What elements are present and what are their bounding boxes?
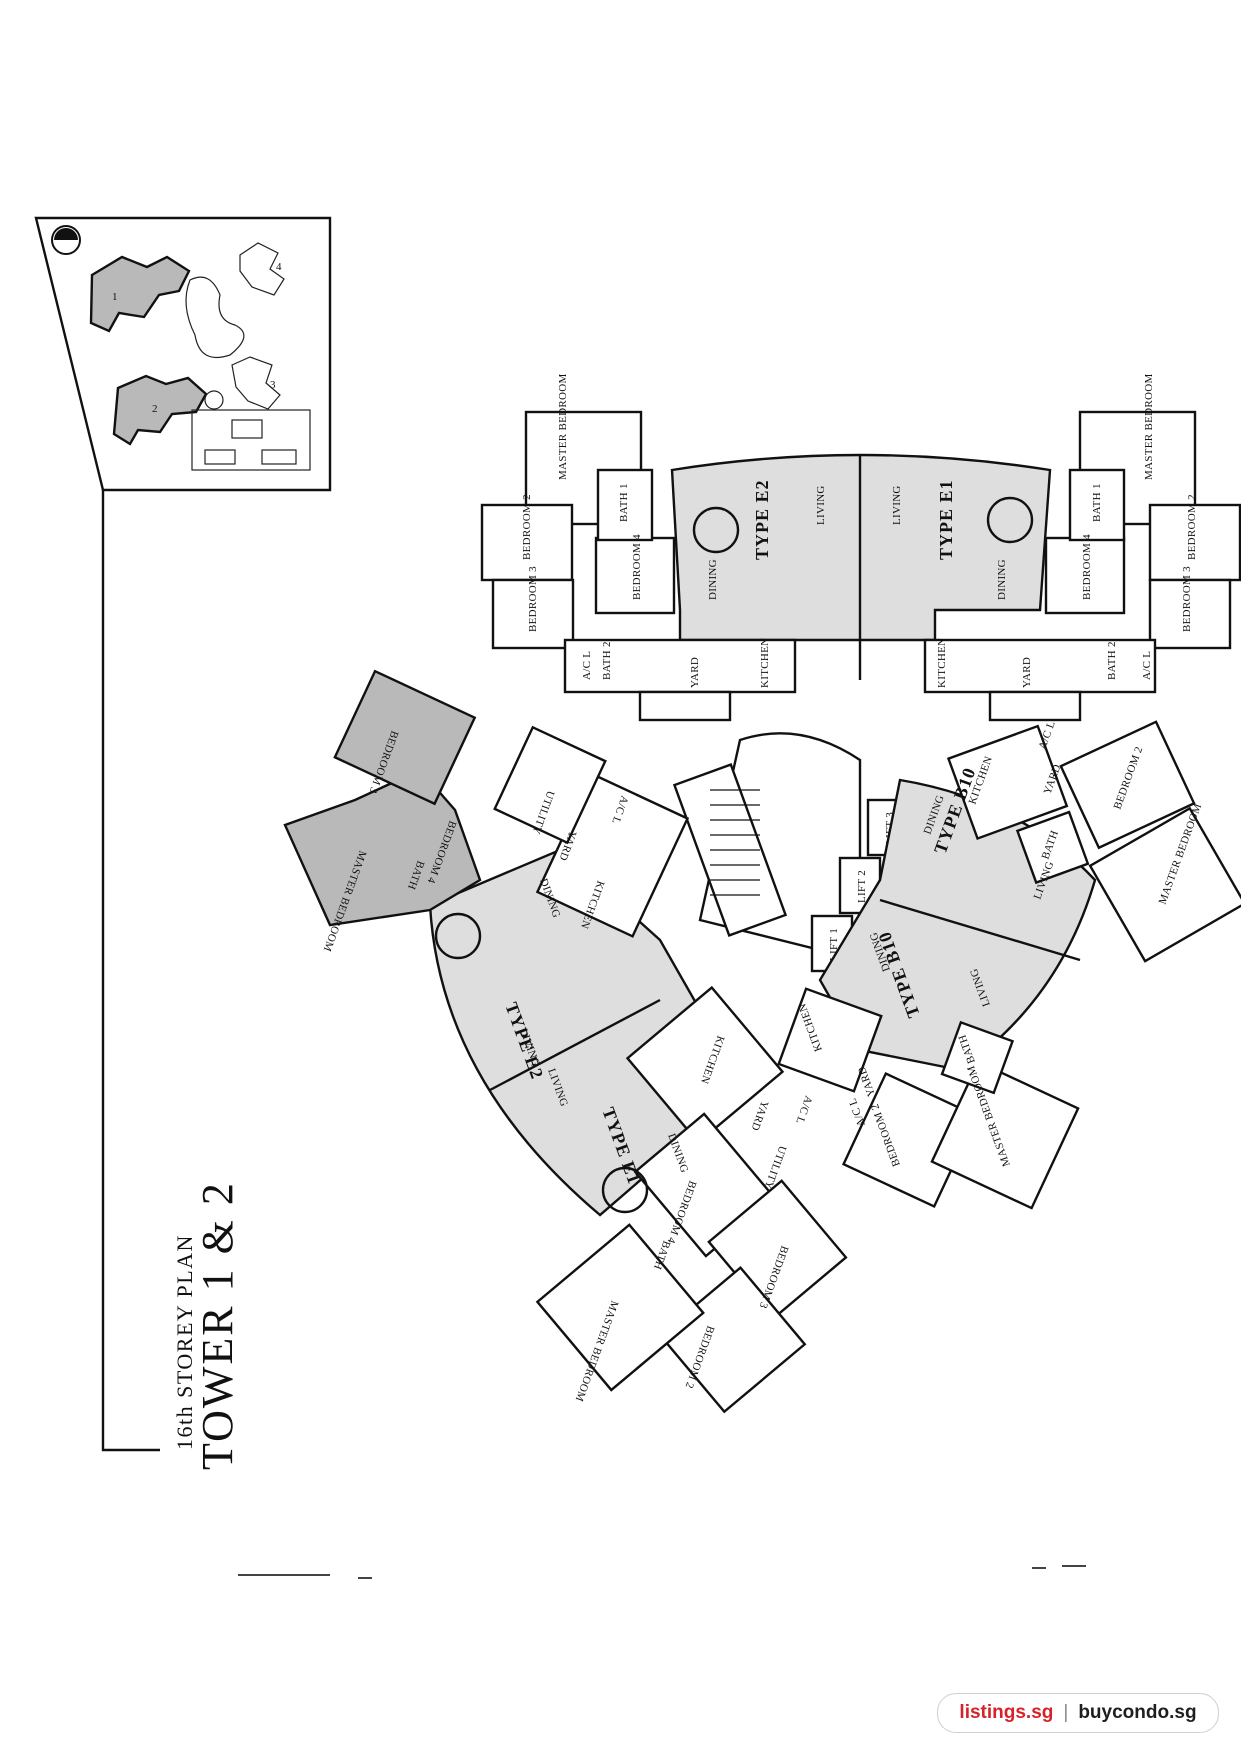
left-e1-ac-label: A/C L <box>793 1094 814 1126</box>
e1-bedroom-3 <box>1148 578 1232 650</box>
left-e2-bedroom-3 <box>333 669 477 806</box>
tower-3-footprint <box>231 356 281 410</box>
e2-spiral-stair-icon <box>692 506 740 554</box>
top-e2-living-label: LIVING <box>815 485 827 525</box>
plan-title-tower: TOWER 1 & 2 <box>193 1181 242 1470</box>
site-key-plan: 1 2 3 4 <box>34 216 332 492</box>
clubhouse-outline <box>191 409 311 471</box>
watermark-footer: listings.sg | buycondo.sg <box>937 1693 1219 1733</box>
top-e2-master-label: MASTER BEDROOM <box>557 373 569 480</box>
top-e1-dining-label: DINING <box>996 559 1008 600</box>
e1-bath-1 <box>1068 468 1126 542</box>
top-e1-living-label: LIVING <box>891 485 903 525</box>
right-b10a-master-bedroom <box>1088 806 1241 963</box>
right-b10b-bath <box>940 1020 1015 1095</box>
e1-spiral-stair-icon <box>986 496 1034 544</box>
e2-service-strip <box>563 638 797 694</box>
top-e1-yard-label: YARD <box>1021 657 1033 688</box>
top-e2-yard-label: YARD <box>689 657 701 688</box>
left-e2-bedroom-cluster <box>283 768 482 927</box>
buycondo-brand-text[interactable]: buycondo.sg <box>1078 1702 1197 1723</box>
left-wing: TYPE E2 TYPE E1 LIVING LIVING DINING DIN… <box>283 669 848 1414</box>
scan-marks <box>238 1565 1086 1579</box>
top-e1-ac-label: A/C L <box>1141 651 1153 680</box>
left-e1-yard-label: YARD <box>749 1099 771 1132</box>
top-e2-ac-label: A/C L <box>581 651 593 680</box>
left-e1-spiral-stair-icon <box>601 1166 649 1214</box>
plan-title: TOWER 1 & 2 16th STOREY PLAN <box>172 1181 242 1470</box>
e2-bedroom-3 <box>491 578 575 650</box>
top-e2-bedroom4-label: BEDROOM 4 <box>631 534 643 600</box>
top-e2-bath2-label: BATH 2 <box>601 641 613 680</box>
right-b10a-kitchen <box>946 724 1069 841</box>
e2-ac-ledge <box>638 690 732 722</box>
top-e1-bedroom4-label: BEDROOM 4 <box>1081 534 1093 600</box>
top-e1-bedroom3-label: BEDROOM 3 <box>1181 566 1193 632</box>
top-type-e1-label: TYPE E1 <box>936 479 956 560</box>
top-type-e2-label: TYPE E2 <box>752 479 772 560</box>
tower-2-footprint <box>112 374 208 446</box>
top-e2-bedroom3-label: BEDROOM 3 <box>527 566 539 632</box>
e1-ac-ledge <box>988 690 1082 722</box>
top-e1-bedroom2-label: BEDROOM 2 <box>1186 494 1198 560</box>
listings-brand-text[interactable]: listings.sg <box>959 1702 1054 1723</box>
right-b10b-ac-label: A/C L <box>847 1096 868 1128</box>
top-e2-kitchen-label: KITCHEN <box>759 638 771 688</box>
right-b10b-master-bedroom <box>930 1060 1080 1210</box>
tower-1-footprint <box>89 255 191 333</box>
e1-service-strip <box>923 638 1157 694</box>
left-e1-master-bedroom <box>535 1223 705 1392</box>
right-b10b-yard-label: YARD <box>856 1065 878 1098</box>
top-e2-bedroom2-label: BEDROOM 2 <box>521 494 533 560</box>
lift-2-label: LIFT 2 <box>856 870 868 903</box>
site-boundary <box>34 216 332 492</box>
e2-bath-1 <box>596 468 654 542</box>
margin-bracket <box>101 490 160 1452</box>
pool-outline <box>185 276 245 359</box>
site-tower-1-label: 1 <box>112 291 118 303</box>
tower-4-footprint <box>239 242 285 296</box>
right-b10a-bedroom-2 <box>1059 720 1196 850</box>
top-wing: TYPE E2 TYPE E1 LIVING LIVING DINING DIN… <box>480 373 1241 722</box>
top-e2-bath1-label: BATH 1 <box>618 483 630 522</box>
top-e1-bath2-label: BATH 2 <box>1106 641 1118 680</box>
left-e2-utility-block <box>493 725 607 845</box>
site-tower-3-label: 3 <box>270 379 276 391</box>
site-tower-2-label: 2 <box>152 403 158 415</box>
top-e1-bath1-label: BATH 1 <box>1091 483 1103 522</box>
left-e1-bedroom-2 <box>658 1265 807 1414</box>
site-tower-4-label: 4 <box>276 261 282 273</box>
north-arrow-icon <box>51 225 81 255</box>
footer-separator: | <box>1063 1702 1069 1723</box>
right-b10b-kitchen <box>777 987 883 1093</box>
left-e2-spiral-stair-icon <box>434 912 482 960</box>
right-wing: TYPE B10 TYPE B10 LIVING LIVING DINING D… <box>777 719 1241 1210</box>
top-e2-dining-label: DINING <box>707 559 719 600</box>
plan-title-storey: 16th STOREY PLAN <box>172 1234 197 1450</box>
left-e1-kitchen-block <box>625 985 785 1145</box>
e2-bedroom-2 <box>480 503 574 582</box>
right-b10a-bath <box>1015 810 1090 885</box>
top-e1-kitchen-label: KITCHEN <box>936 638 948 688</box>
top-e1-master-label: MASTER BEDROOM <box>1143 373 1155 480</box>
e1-bedroom-2 <box>1148 503 1241 582</box>
